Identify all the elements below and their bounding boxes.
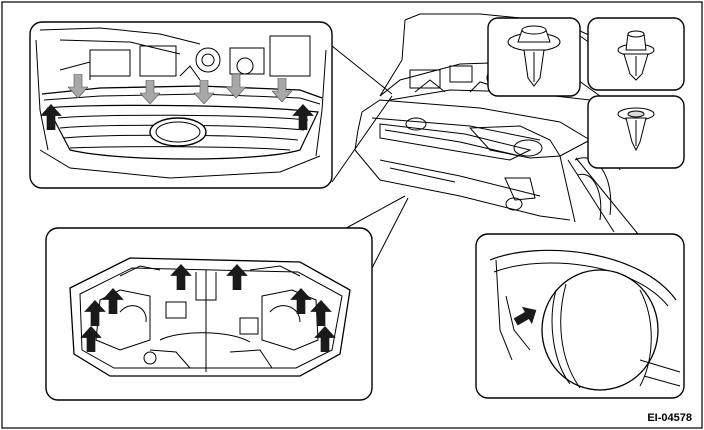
leader-lines [331, 45, 639, 269]
figure-code: EI-04578 [647, 412, 692, 424]
under-cover-drawing [69, 257, 351, 377]
clip-type-a-panel [487, 17, 581, 97]
clip-type-b-panel [587, 17, 685, 91]
engine-bay-drawing [35, 27, 327, 179]
wheel-arch-detail-panel [475, 233, 685, 399]
engine-bay-detail-panel [29, 21, 333, 189]
engine-bay-panel-frame [29, 21, 333, 189]
push-clip-a-icon [507, 25, 561, 87]
wheel-arch-drawing [489, 249, 681, 391]
push-clip-b-icon [617, 30, 655, 81]
clip-type-c-panel [587, 95, 685, 169]
push-clip-c-icon [617, 107, 655, 152]
under-cover-detail-panel [45, 227, 373, 401]
